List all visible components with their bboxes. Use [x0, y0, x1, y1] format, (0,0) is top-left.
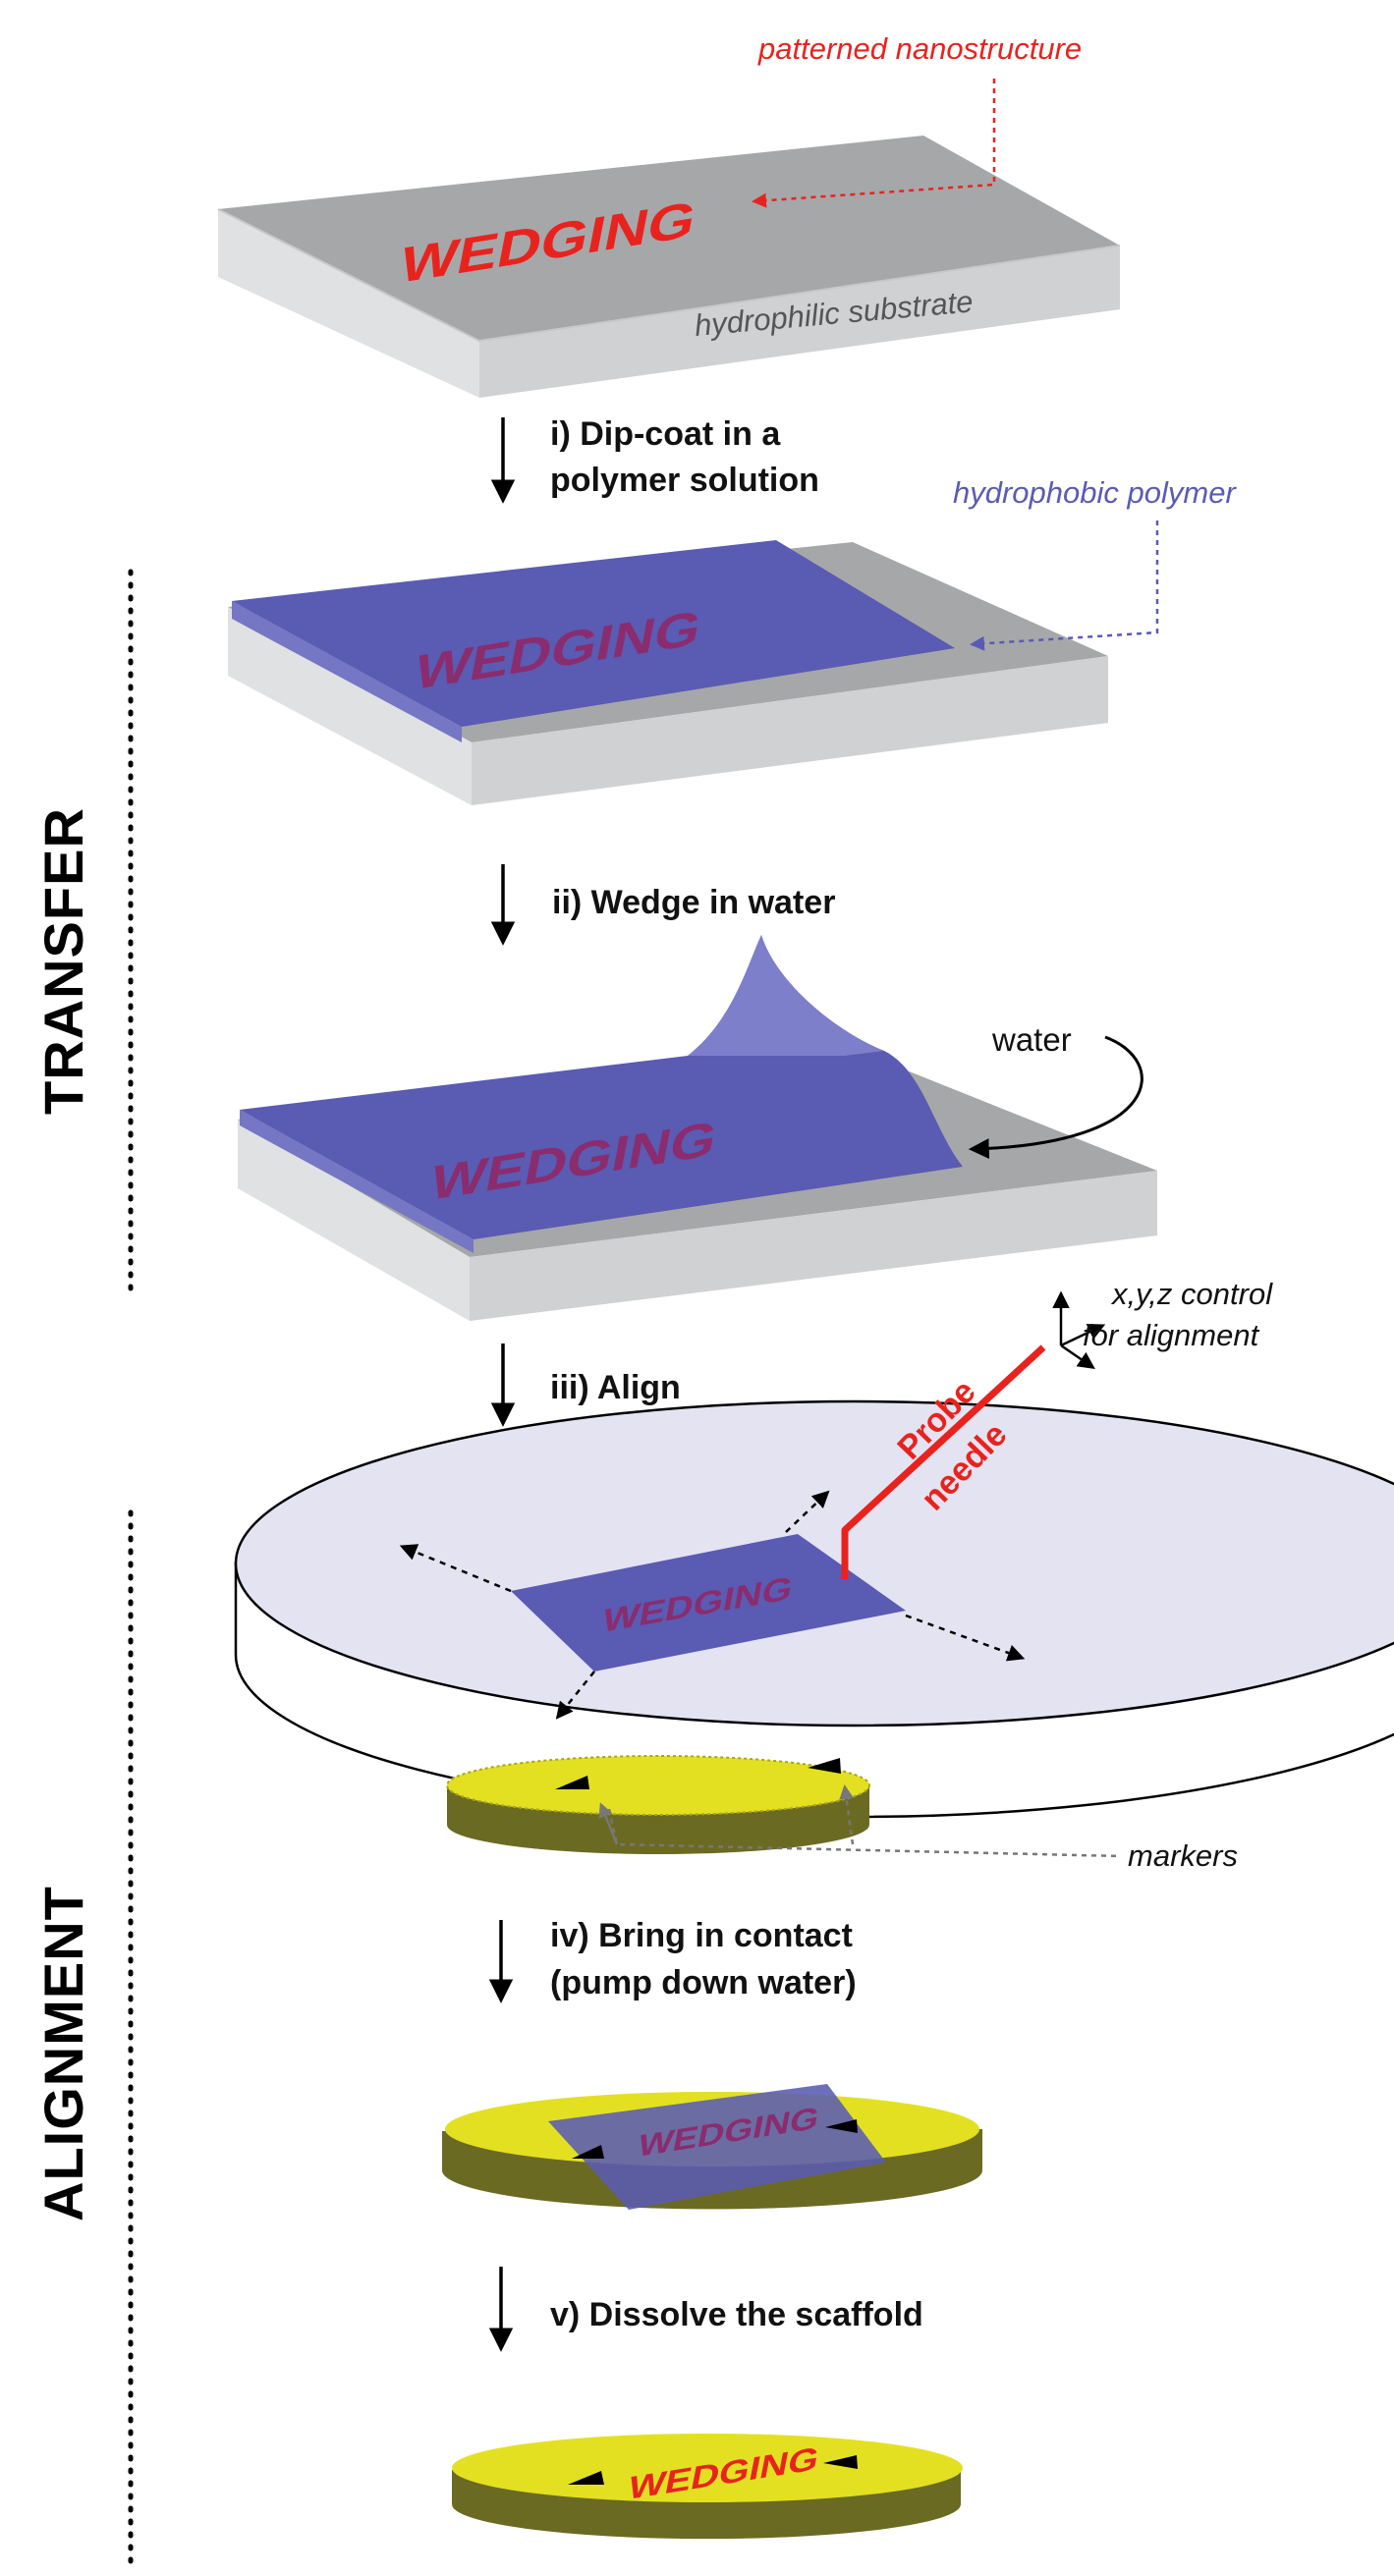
patterned-nanostructure-callout: patterned nanostructure: [752, 31, 1082, 208]
markers-callout: markers: [598, 1784, 1238, 1873]
stage-wedge: WEDGING: [238, 935, 1157, 1321]
stage-coated: WEDGING: [228, 540, 1108, 805]
water-callout: water: [968, 1021, 1143, 1160]
stage-substrate: WEDGING hydrophilic substrate: [217, 136, 1121, 398]
step-4-line-2: (pump down water): [550, 1964, 857, 2001]
scaffold-with-markers: [446, 1755, 870, 1854]
hydrophobic-polymer-label: hydrophobic polymer: [953, 475, 1237, 510]
substrate-top: [218, 136, 1120, 341]
scaffold-top: [446, 1755, 870, 1816]
marker-icon: [823, 2455, 858, 2469]
patterned-nanostructure-label: patterned nanostructure: [757, 31, 1082, 66]
step-2-label: ii) Wedge in water: [552, 884, 835, 921]
marker-icon: [808, 1758, 841, 1774]
step-3: iii) Align: [490, 1343, 681, 1427]
marker-icon: [568, 2471, 604, 2485]
step-5: v) Dissolve the scaffold: [488, 2267, 923, 2352]
probe-needle: [841, 1344, 1046, 1579]
xyz-control-line-1: x,y,z control: [1110, 1277, 1273, 1311]
marker-icon: [825, 2119, 858, 2133]
step-1-line-1: i) Dip-coat in a: [550, 415, 781, 453]
dashed-arrows: [399, 1490, 1026, 1720]
markers-label: markers: [1128, 1838, 1238, 1873]
marker-icon: [572, 2145, 604, 2159]
substrate-side-front: [479, 246, 1120, 398]
marker-icon: [555, 1776, 589, 1789]
xyz-axes-icon: [1052, 1290, 1106, 1369]
stage-contact: WEDGING: [442, 2084, 982, 2210]
stage-align: WEDGING Probe needle: [234, 1344, 1394, 1819]
hydrophobic-polymer-callout: hydrophobic polymer: [953, 475, 1237, 651]
curved-arrow-icon: [968, 1035, 1143, 1160]
polymer-film: [232, 540, 955, 727]
substrate-side-left: [218, 209, 479, 398]
stage-final: WEDGING: [452, 2434, 963, 2540]
floating-polymer-film: [511, 1534, 906, 1672]
xyz-control-line-2: for alignment: [1083, 1318, 1260, 1352]
step-1-line-2: polymer solution: [550, 462, 819, 499]
step-5-label: v) Dissolve the scaffold: [550, 2296, 923, 2333]
contacted-polymer-film: [548, 2084, 886, 2210]
step-3-label: iii) Align: [550, 1369, 681, 1406]
step-2: ii) Wedge in water: [490, 864, 835, 946]
alignment-label: ALIGNMENT: [32, 1886, 94, 2221]
water-label: water: [991, 1021, 1072, 1058]
step-4-line-1: iv) Bring in contact: [550, 1917, 853, 1954]
xyz-control: x,y,z control for alignment: [1052, 1277, 1273, 1369]
alignment-section: ALIGNMENT: [32, 1509, 134, 2566]
transfer-section: TRANSFER: [32, 569, 134, 1291]
step-1: i) Dip-coat in a polymer solution: [490, 415, 819, 504]
transfer-label: TRANSFER: [32, 807, 94, 1115]
step-4: iv) Bring in contact (pump down water): [488, 1917, 857, 2003]
